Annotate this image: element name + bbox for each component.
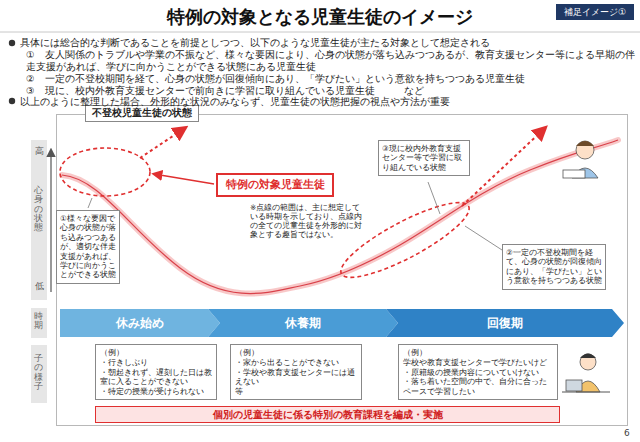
trend-arrow (140, 128, 185, 158)
node-text: ・朝起きれず、遅刻した日は教室に入ることができない (100, 368, 212, 387)
title-rule (0, 32, 640, 33)
label: 低 (35, 281, 47, 292)
callout-box: ③現に校内外教育支援センター等で学習に取り組んでいる状態 (378, 140, 470, 176)
node-text: 休養期 (208, 309, 398, 337)
callout-box: ②一定の不登校期間を経て、心身の状態が回復傾向にあり、「学びたい」という意欲を持… (502, 244, 606, 290)
axis-band (31, 345, 47, 403)
red-box: 特例の対象児童生徒 (216, 173, 334, 197)
bullet-text: ② 一定の不登校期間を経て、心身の状態が回復傾向にあり、「学びたい」という意欲を… (20, 73, 636, 85)
state-curve (62, 140, 618, 294)
node-text: 個別の児童生徒に係る特別の教育課程を編成・実施 (96, 407, 559, 422)
axis-band (31, 308, 47, 338)
node-text: （例） (403, 348, 553, 357)
pointer-arrow (154, 174, 214, 184)
axis-label: 子の様子 (34, 354, 43, 391)
bullet-dot (9, 98, 15, 104)
y-axis (50, 150, 51, 292)
slide-title: 特例の対象となる児童生徒のイメージ (0, 6, 640, 29)
tag-box: 補足イメージ① (556, 4, 634, 20)
node-text: 休み始め (60, 309, 220, 337)
state-curve (62, 140, 618, 294)
note-text: ※点線の範囲は、主に想定している時期を示しており、点線内の全ての児童生徒を外形的… (250, 203, 366, 239)
node-text: ・学校や教育支援センターには通えない (235, 368, 357, 387)
bullet-text: 具体には総合的な判断であることを前提としつつ、以下のような児童生徒が主たる対象と… (20, 37, 630, 49)
label: 高 (35, 146, 47, 157)
leader-line (465, 226, 502, 250)
ex-box: （例）・家から出ることができない・学校や教育支援センターには通えない等 (230, 344, 362, 400)
panel-box: 不登校児童生徒の状態①様々な要因で心身の状態が落ち込みつつあるが、適切な伴走支援… (56, 114, 628, 426)
ex-box: （例）学校や教育支援センターで学びたいけど・原籍級の授業内容についていけない・落… (398, 344, 558, 400)
node-text: 回復期 (386, 309, 624, 337)
node-text: ・家から出ることができない (235, 358, 357, 367)
axis-band (31, 140, 47, 300)
node-text: （例） (235, 348, 357, 357)
chev-box: 回復期 (386, 309, 624, 337)
bar-box: 個別の児童生徒に係る特別の教育課程を編成・実施 (95, 406, 560, 423)
bullet-text: 以上のように整理した場合、外形的な状況のみならず、児童生徒の状態把握の視点や方法… (20, 96, 630, 108)
node-text: ・行きしぶり (100, 358, 212, 367)
node-text: 特例の対象児童生徒 (218, 175, 332, 195)
bullet-dot (9, 40, 15, 46)
leader-line (428, 182, 440, 214)
trend-arrow (462, 128, 545, 206)
node-text: 学校や教育支援センターで学びたいけど (403, 358, 553, 367)
node-text: 等 (235, 387, 357, 396)
node-text: ・特定の授業が受けられない (100, 387, 212, 396)
dotted-range (60, 148, 150, 196)
node-text: ①様々な要因で心身の状態が落ち込みつつあるが、適切な伴走支援があれば、学びに向か… (60, 214, 116, 280)
node-text: ③現に校内外教育支援センター等で学習に取り組んでいる状態 (382, 144, 466, 172)
ex-box: （例）・行きしぶり・朝起きれず、遅刻した日は教室に入ることができない・特定の授業… (95, 344, 217, 400)
node-text: ②一定の不登校期間を経て、心身の状態が回復傾向にあり、「学びたい」という意欲を持… (506, 248, 602, 286)
node-text: 補足イメージ① (556, 4, 634, 20)
reading-student (563, 141, 598, 178)
label: 6 (624, 428, 638, 439)
bullet-text: など (404, 85, 444, 97)
bullet-text: ③ 現に、校内外教育支援センターで前向きに学習に取り組んでいる児童生徒 (20, 85, 406, 97)
chev-box: 休養期 (208, 309, 398, 337)
node-text: ・落ち着いた空間の中で、自分に合ったペースで学習したい (403, 377, 553, 396)
axis-label: 心身の状態 (34, 186, 43, 233)
panel-heading: 不登校児童生徒の状態 (85, 105, 199, 122)
node-text: ・原籍級の授業内容についていけない (403, 368, 553, 377)
axis-label: 時期 (34, 312, 43, 331)
node-text: （例） (100, 348, 212, 357)
callout-box: ①様々な要因で心身の状態が落ち込みつつあるが、適切な伴走支援があれば、学びに向か… (56, 210, 120, 284)
bullet-text: ① 友人関係のトラブルや学業の不振など、様々な要因により、心身の状態が落ち込みつ… (20, 49, 636, 73)
pc-student (562, 354, 610, 393)
chev-box: 休み始め (60, 309, 220, 337)
leader-line (88, 198, 92, 208)
